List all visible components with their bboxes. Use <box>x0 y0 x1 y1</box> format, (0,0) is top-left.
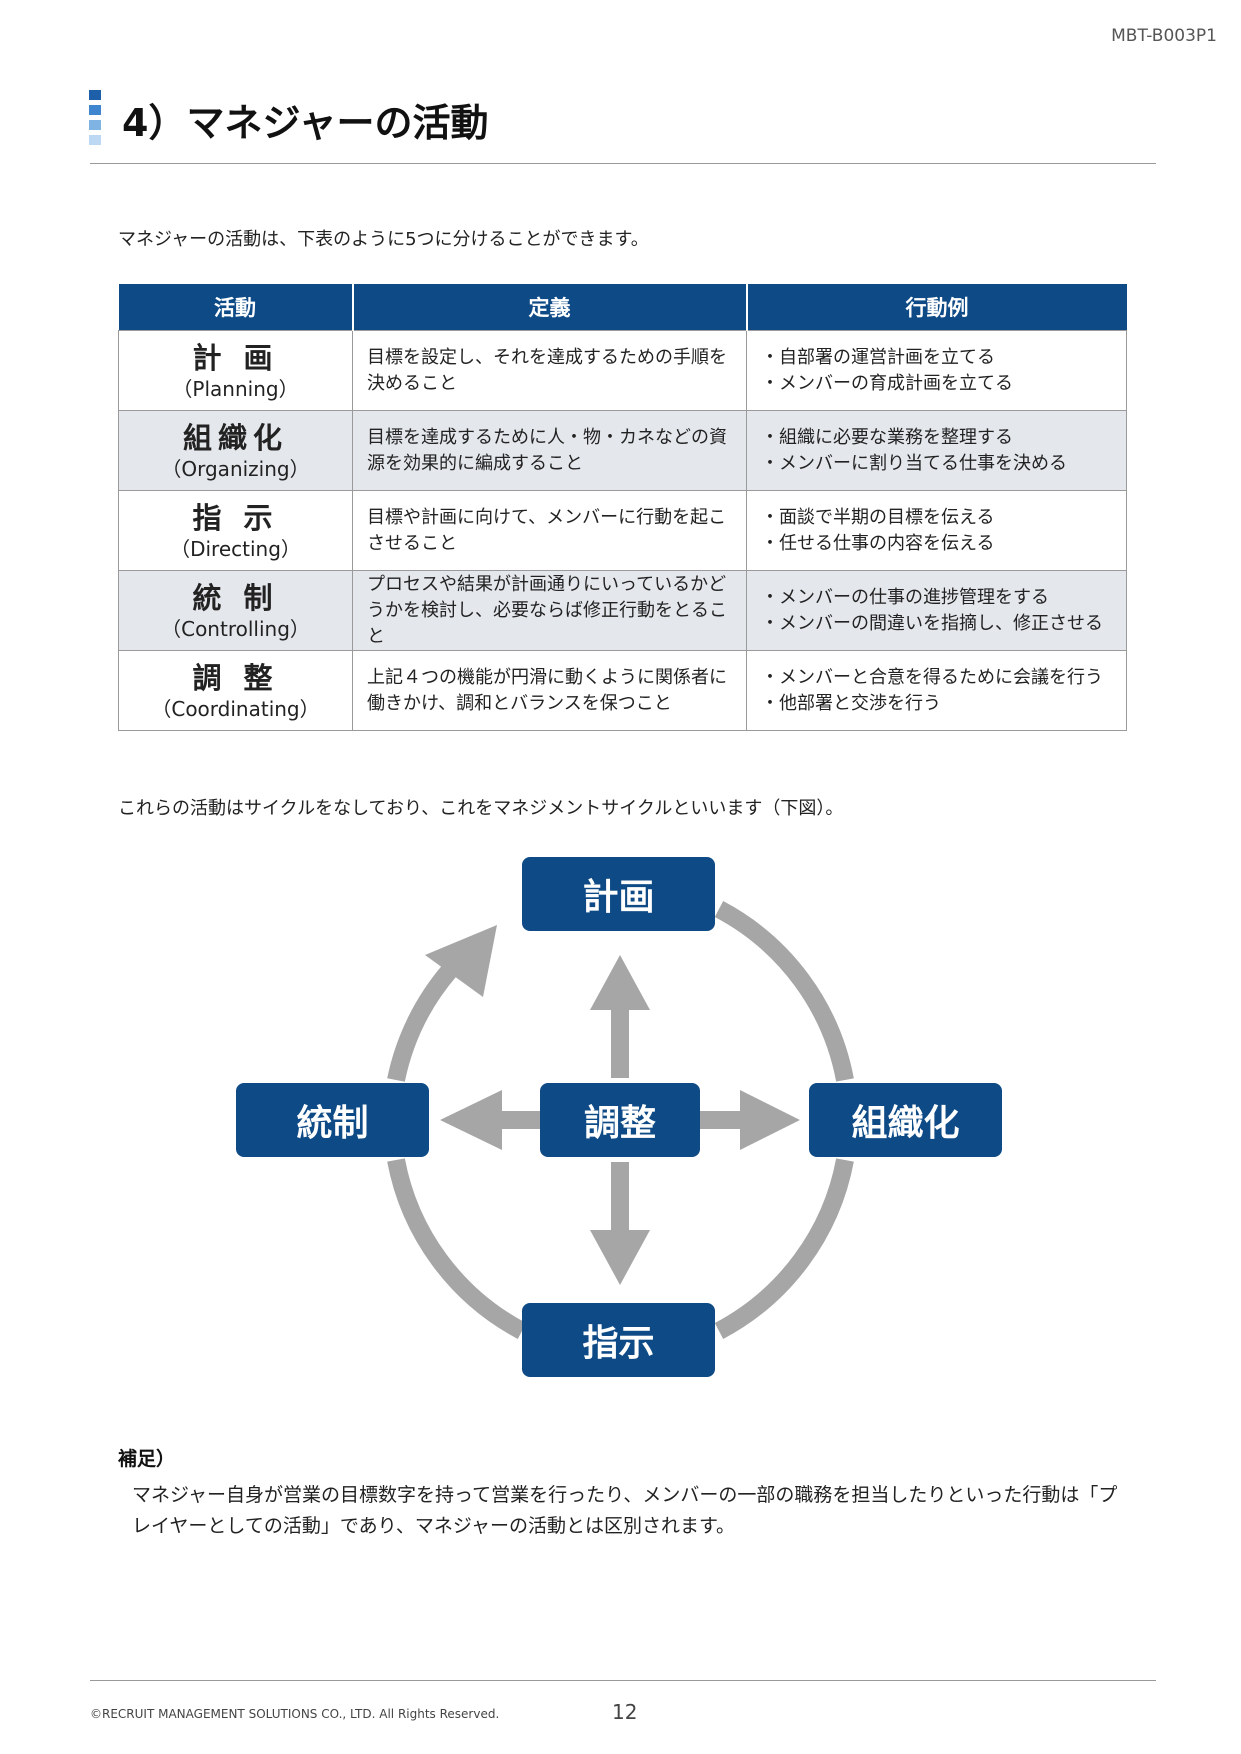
examples-cell: ・組織に必要な業務を整理する・メンバーに割り当てる仕事を決める <box>746 410 1127 491</box>
table-row: 指 示（Directing） 目標や計画に向けて、メンバーに行動を起こさせること… <box>118 490 1127 571</box>
activity-english: （Organizing） <box>161 456 310 481</box>
accent-square <box>89 90 101 100</box>
center-arrow-down-shaft <box>611 1162 629 1232</box>
activities-table: 活動 定義 行動例 計 画（Planning） 目標を設定し、それを達成するため… <box>118 284 1127 731</box>
column-header-examples: 行動例 <box>746 284 1127 331</box>
activity-cell: 指 示（Directing） <box>118 490 353 571</box>
activity-name: 組織化 <box>182 420 288 455</box>
activity-cell: 調 整（Coordinating） <box>118 650 353 731</box>
cycle-arc-top-right <box>714 901 854 1082</box>
column-header-definition: 定義 <box>352 284 748 331</box>
center-arrow-down-head <box>590 1230 650 1285</box>
examples-cell: ・面談で半期の目標を伝える・任せる仕事の内容を伝える <box>746 490 1127 571</box>
cycle-arc-top-left <box>387 964 457 1082</box>
management-cycle-diagram <box>387 901 854 1339</box>
activity-cell: 統 制（Controlling） <box>118 570 353 651</box>
example-item: ・自部署の運営計画を立てる <box>761 346 995 368</box>
header-divider <box>90 163 1156 164</box>
center-arrow-left-head <box>440 1090 502 1150</box>
example-item: ・面談で半期の目標を伝える <box>761 506 995 528</box>
cycle-arc-bottom-right <box>714 1158 854 1339</box>
table-row: 調 整（Coordinating） 上記４つの機能が円滑に動くように関係者に働き… <box>118 650 1127 731</box>
center-arrow-right-shaft <box>700 1111 742 1129</box>
cycle-arc-bottom-left <box>387 1158 527 1339</box>
accent-square <box>89 120 101 130</box>
intro-text: マネジャーの活動は、下表のように5つに分けることができます。 <box>118 229 649 250</box>
activity-english: （Coordinating） <box>151 696 320 721</box>
accent-square <box>89 105 101 115</box>
definition-cell: プロセスや結果が計画通りにいっているかどうかを検討し、必要ならば修正行動をとるこ… <box>352 570 747 651</box>
activity-name: 指 示 <box>192 500 279 535</box>
title-accent-mark <box>89 90 101 150</box>
center-arrow-up-head <box>590 955 650 1010</box>
supplement-title: 補足） <box>118 1448 176 1470</box>
table-row: 統 制（Controlling） プロセスや結果が計画通りにいっているかどうかを… <box>118 570 1127 651</box>
document-code: MBT-B003P1 <box>1111 26 1217 46</box>
activity-english: （Planning） <box>172 376 299 401</box>
supplement-text: マネジャー自身が営業の目標数字を持って営業を行ったり、メンバーの一部の職務を担当… <box>132 1484 1118 1537</box>
table-header-row: 活動 定義 行動例 <box>118 284 1127 331</box>
column-header-activity: 活動 <box>118 284 354 331</box>
cycle-node-center: 調整 <box>540 1083 700 1157</box>
cycle-arrowhead <box>425 925 497 997</box>
example-item: ・メンバーに割り当てる仕事を決める <box>761 452 1067 474</box>
example-item: ・メンバーの仕事の進捗管理をする <box>761 586 1049 608</box>
center-arrow-up-shaft <box>611 1008 629 1078</box>
example-item: ・メンバーと合意を得るために会議を行う <box>761 666 1103 688</box>
cycle-node-right: 組織化 <box>809 1083 1002 1157</box>
activity-cell: 計 画（Planning） <box>118 330 353 411</box>
example-item: ・メンバーの育成計画を立てる <box>761 372 1013 394</box>
activity-english: （Directing） <box>170 536 301 561</box>
activity-name: 調 整 <box>192 660 279 695</box>
center-arrow-right-head <box>740 1090 800 1150</box>
activity-english: （Controlling） <box>161 616 310 641</box>
page-number: 12 <box>612 1700 638 1724</box>
table-row: 組織化（Organizing） 目標を達成するために人・物・カネなどの資源を効果… <box>118 410 1127 491</box>
cycle-node-left: 統制 <box>236 1083 429 1157</box>
definition-cell: 上記４つの機能が円滑に動くように関係者に働きかけ、調和とバランスを保つこと <box>352 650 747 731</box>
example-item: ・メンバーの間違いを指摘し、修正させる <box>761 612 1103 634</box>
cycle-node-bottom: 指示 <box>522 1303 715 1377</box>
example-item: ・任せる仕事の内容を伝える <box>761 532 995 554</box>
example-item: ・組織に必要な業務を整理する <box>761 426 1013 448</box>
cycle-node-top: 計画 <box>522 857 715 931</box>
definition-cell: 目標を設定し、それを達成するための手順を決めること <box>352 330 747 411</box>
footer-divider <box>90 1680 1156 1681</box>
examples-cell: ・メンバーと合意を得るために会議を行う・他部署と交渉を行う <box>746 650 1127 731</box>
activity-cell: 組織化（Organizing） <box>118 410 353 491</box>
example-item: ・他部署と交渉を行う <box>761 692 941 714</box>
footer-copyright: ©RECRUIT MANAGEMENT SOLUTIONS CO., LTD. … <box>90 1707 500 1721</box>
activity-name: 統 制 <box>192 580 279 615</box>
definition-cell: 目標を達成するために人・物・カネなどの資源を効果的に編成すること <box>352 410 747 491</box>
center-arrow-left-shaft <box>500 1111 540 1129</box>
cycle-note: これらの活動はサイクルをなしており、これをマネジメントサイクルといいます（下図）… <box>118 798 844 819</box>
table-row: 計 画（Planning） 目標を設定し、それを達成するための手順を決めること … <box>118 330 1127 411</box>
activity-name: 計 画 <box>192 340 279 375</box>
definition-cell: 目標や計画に向けて、メンバーに行動を起こさせること <box>352 490 747 571</box>
page-title: 4）マネジャーの活動 <box>122 101 489 145</box>
examples-cell: ・自部署の運営計画を立てる・メンバーの育成計画を立てる <box>746 330 1127 411</box>
examples-cell: ・メンバーの仕事の進捗管理をする・メンバーの間違いを指摘し、修正させる <box>746 570 1127 651</box>
accent-square <box>89 135 101 145</box>
